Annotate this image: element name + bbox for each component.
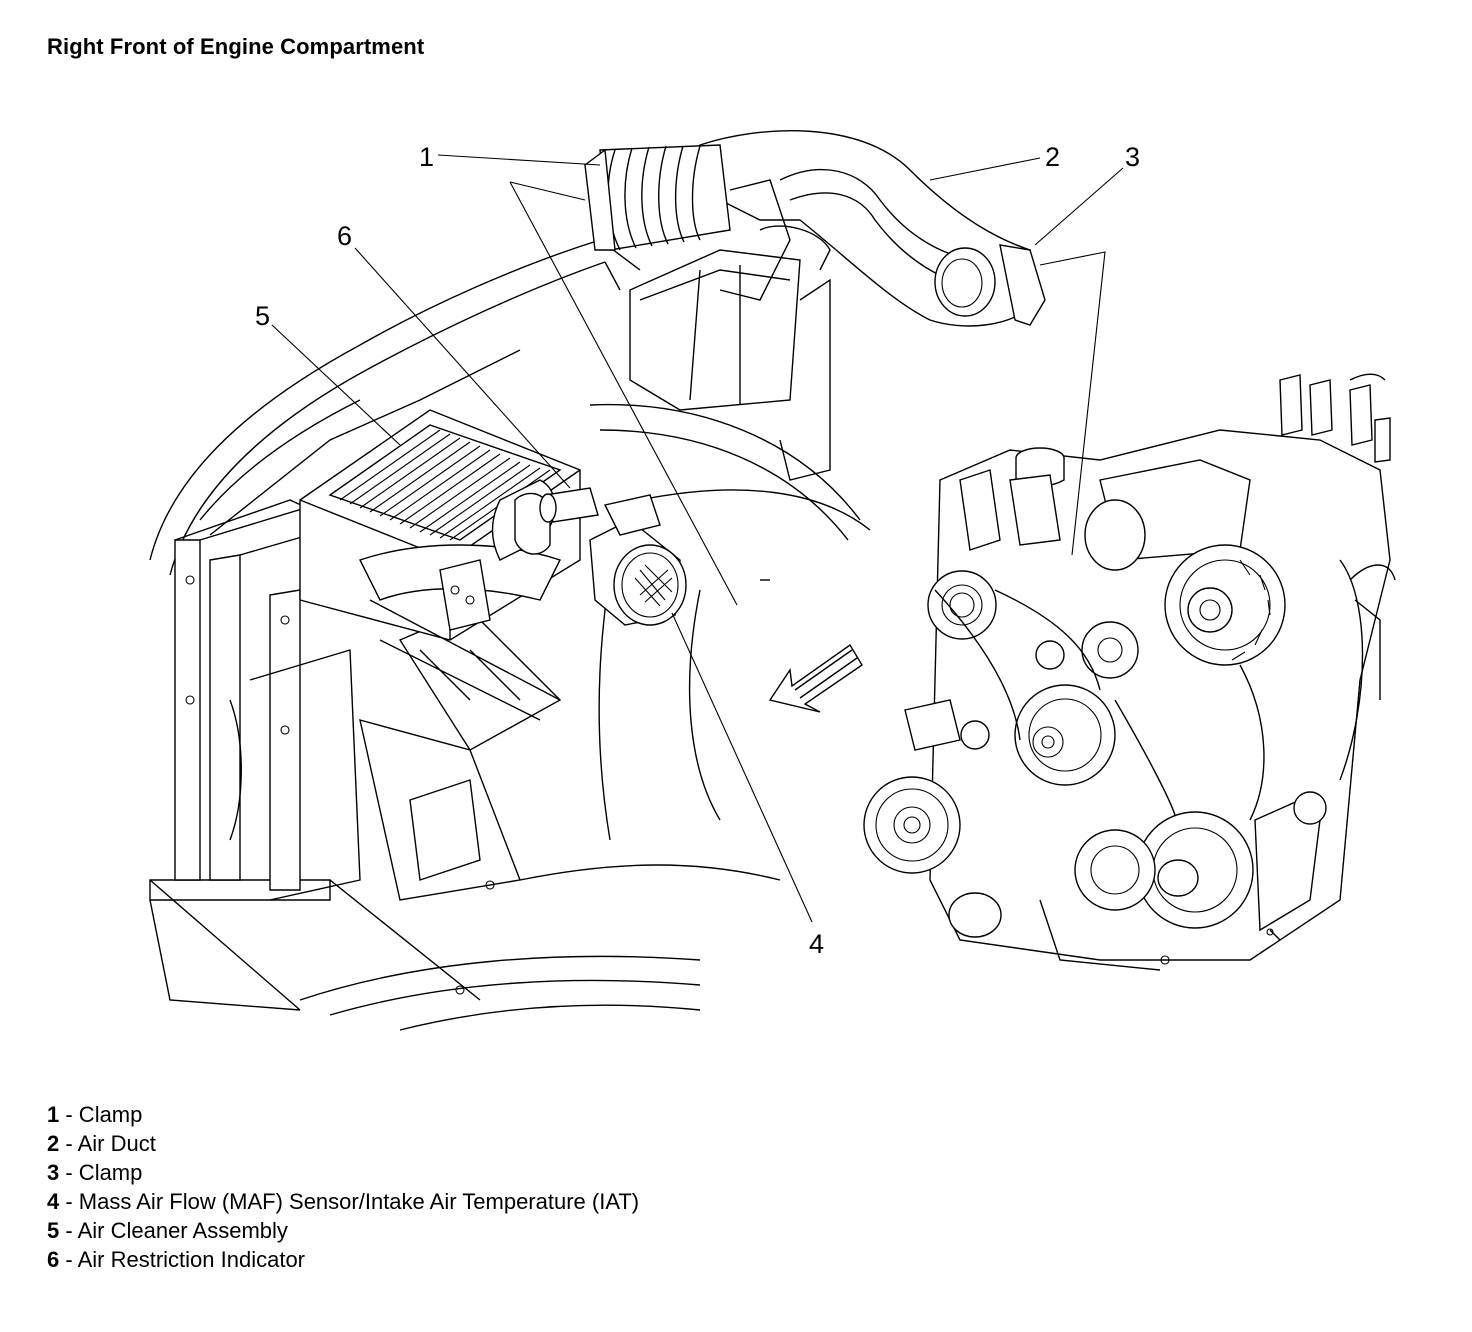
legend-number: 5 (47, 1218, 60, 1243)
callout-6: 6 (337, 221, 352, 251)
legend-item-restriction-indicator: 6 - Air Restriction Indicator (47, 1245, 639, 1274)
legend-label: - Air Duct (59, 1131, 156, 1156)
air-duct (584, 130, 1046, 481)
callout-4: 4 (809, 929, 824, 959)
callout-1: 1 (419, 142, 434, 172)
legend-item-clamp-1: 1 - Clamp (47, 1100, 639, 1129)
callouts: 1 2 3 4 5 6 (255, 142, 1140, 959)
front-direction-arrow (768, 643, 863, 713)
legend-number: 1 (47, 1102, 60, 1127)
engine (863, 373, 1396, 971)
callout-5: 5 (255, 301, 270, 331)
legend-label: - Clamp (59, 1102, 143, 1127)
legend-label: - Mass Air Flow (MAF) Sensor/Intake Air … (59, 1189, 640, 1214)
fender-outline (149, 239, 871, 1031)
callout-2: 2 (1045, 142, 1060, 172)
legend-number: 4 (47, 1189, 60, 1214)
legend-item-clamp-3: 3 - Clamp (47, 1158, 639, 1187)
legend-item-maf-sensor: 4 - Mass Air Flow (MAF) Sensor/Intake Ai… (47, 1187, 639, 1216)
legend-label: - Air Restriction Indicator (59, 1247, 305, 1272)
legend-item-air-duct: 2 - Air Duct (47, 1129, 639, 1158)
leader-lines (271, 154, 1124, 923)
callout-3: 3 (1125, 142, 1140, 172)
legend: 1 - Clamp 2 - Air Duct 3 - Clamp 4 - Mas… (47, 1100, 639, 1274)
legend-number: 2 (47, 1131, 60, 1156)
page-title: Right Front of Engine Compartment (47, 34, 425, 59)
legend-label: - Clamp (59, 1160, 143, 1185)
legend-number: 3 (47, 1160, 60, 1185)
legend-item-air-cleaner: 5 - Air Cleaner Assembly (47, 1216, 639, 1245)
maf-sensor (589, 494, 687, 626)
legend-number: 6 (47, 1247, 60, 1272)
legend-label: - Air Cleaner Assembly (59, 1218, 288, 1243)
air-restriction-indicator (539, 487, 599, 523)
